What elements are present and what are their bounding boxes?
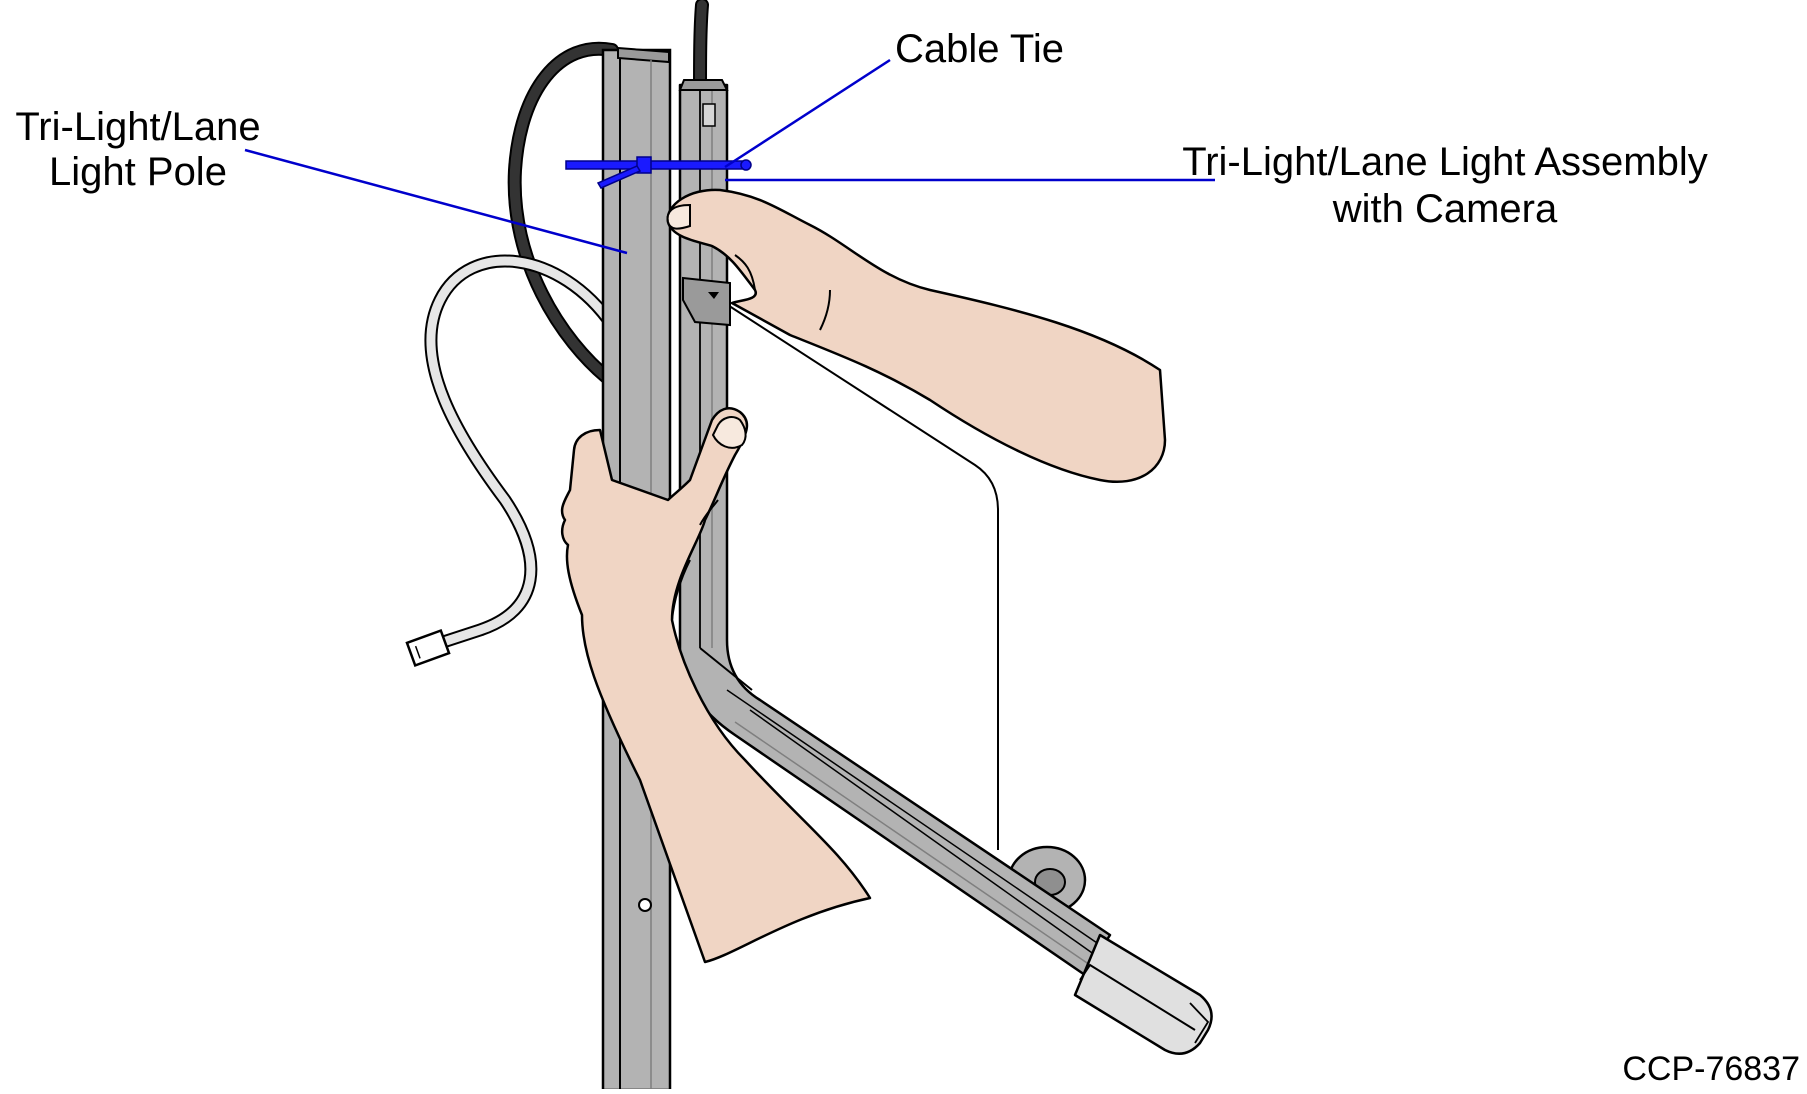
cable-tie-leader [724, 58, 891, 169]
light-assembly [678, 79, 1213, 1055]
pole-hole [638, 898, 652, 912]
cable-tie [565, 156, 752, 189]
support-wire [719, 299, 999, 850]
pole-label-line2: Light Pole [49, 150, 227, 194]
cable-connector [405, 628, 451, 668]
pole-label-line1: Tri-Light/Lane [15, 105, 260, 149]
figure-id: CCP-76837 [1622, 1050, 1800, 1088]
pole-leader [244, 148, 628, 255]
assembly-label-line1: Tri-Light/Lane Light Assembly [1182, 140, 1707, 184]
assembly-label-line2: with Camera [1332, 187, 1558, 231]
light-cable [420, 256, 617, 653]
lower-hand-arm [560, 407, 872, 964]
cable-tie-label: Cable Tie [895, 27, 1064, 71]
upper-arm-hand [666, 188, 1167, 483]
